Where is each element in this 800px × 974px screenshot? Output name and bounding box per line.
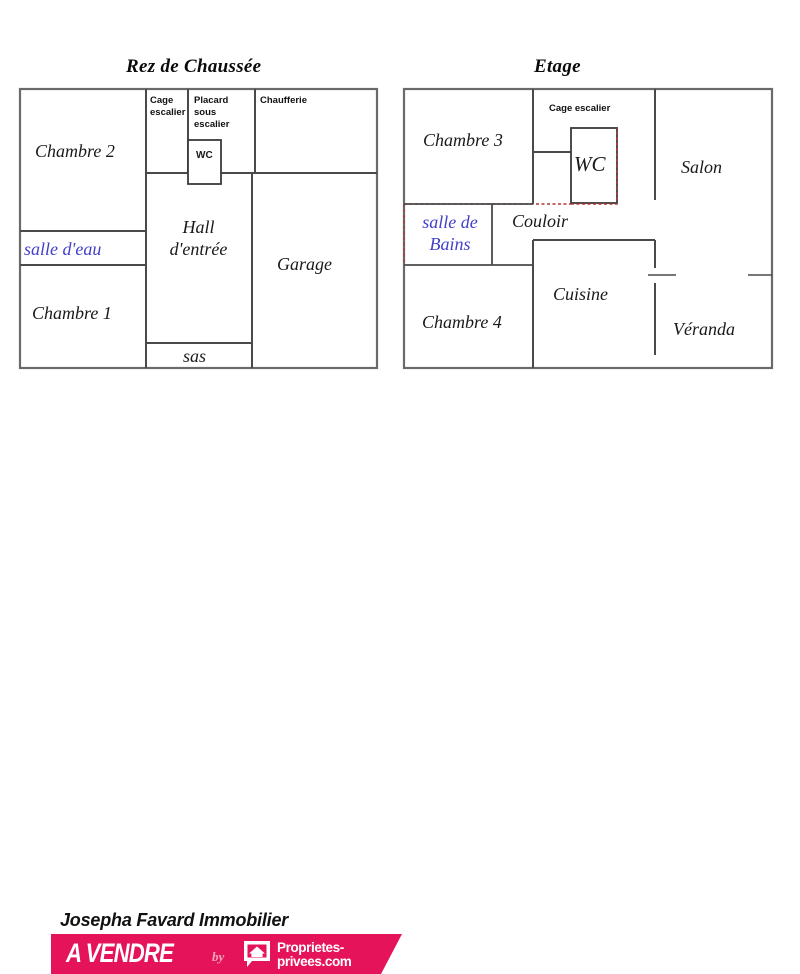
- hall-line1: Hall: [182, 217, 215, 237]
- etage-dashed-wc-right: [571, 128, 618, 205]
- house-speech-bubble-icon: [244, 941, 270, 967]
- plan-title-rez-de-chaussee: Rez de Chaussée: [126, 56, 262, 77]
- rdc-outer-wall: [18, 87, 379, 370]
- room-label-chambre-4: Chambre 4: [422, 312, 502, 332]
- salle-de-bains-line1: salle de: [422, 212, 478, 232]
- room-label-cage-escalier-rdc: Cage escalier: [150, 95, 185, 119]
- placard-line1: Placard: [194, 95, 229, 106]
- cage-escalier-line1: Cage: [150, 95, 174, 106]
- room-label-salle-de-bains: salle de Bains: [411, 211, 489, 255]
- room-label-hall-dentree: Hall d'entrée: [166, 216, 231, 260]
- room-label-placard-sous-escalier: Placard sous escalier: [194, 95, 229, 131]
- placard-line3: escalier: [194, 119, 230, 130]
- room-label-cuisine: Cuisine: [553, 284, 609, 304]
- partner-brand-name: Proprietes- privees.com: [277, 940, 352, 969]
- agency-banner: Josepha Favard Immobilier A VENDRE by Pr…: [0, 449, 800, 974]
- plan-rez-de-chaussee: [18, 87, 379, 370]
- plan-title-etage: Etage: [534, 56, 581, 77]
- hall-line2: d'entrée: [169, 239, 228, 259]
- partner-line-2: privees.com: [277, 953, 352, 969]
- a-vendre-text: A VENDRE: [66, 938, 174, 968]
- plan-etage: [402, 87, 774, 370]
- room-label-salon: Salon: [681, 157, 723, 177]
- placard-line2: sous: [194, 107, 217, 118]
- room-label-chambre-3: Chambre 3: [423, 130, 503, 150]
- by-label: by: [212, 949, 225, 964]
- room-label-couloir: Couloir: [512, 211, 569, 231]
- agency-name: Josepha Favard Immobilier: [60, 910, 289, 930]
- room-label-wc-rdc: WC: [196, 150, 213, 161]
- etage-wc-room: [570, 127, 618, 204]
- partner-line-1: Proprietes-: [277, 940, 344, 955]
- cage-escalier-line2: escalier: [150, 107, 186, 118]
- room-label-salle-deau: salle d'eau: [24, 239, 102, 259]
- room-label-cage-escalier-etage: Cage escalier: [549, 103, 611, 114]
- room-label-veranda: Véranda: [673, 319, 735, 339]
- room-label-garage: Garage: [277, 254, 332, 274]
- room-label-chambre-2: Chambre 2: [35, 141, 115, 161]
- room-label-chaufferie: Chaufferie: [260, 95, 307, 106]
- floor-plan-canvas: [18, 87, 774, 370]
- salle-de-bains-line2: Bains: [429, 234, 471, 254]
- rdc-wc-room: [187, 139, 222, 185]
- room-label-chambre-1: Chambre 1: [32, 303, 112, 323]
- room-label-sas: sas: [183, 346, 207, 366]
- room-label-wc-etage: WC: [574, 152, 606, 176]
